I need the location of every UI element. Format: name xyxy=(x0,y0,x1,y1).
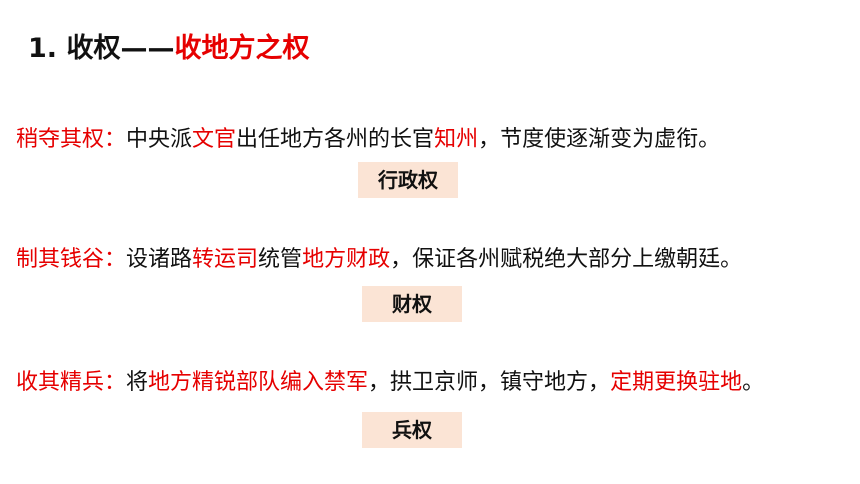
row-lead: 制其钱谷： xyxy=(16,247,127,272)
row-administrative: 稍夺其权：中央派文官出任地方各州的长官知州，节度使逐渐变为虚衔。 xyxy=(16,121,720,153)
row-highlight: 地方精锐部队编入禁军 xyxy=(148,370,369,395)
row-highlight: 地方财政 xyxy=(302,247,391,272)
row-text: 出任地方各州的长官 xyxy=(236,127,435,152)
row-text: 。 xyxy=(742,370,765,395)
tag-military-power: 兵权 xyxy=(362,412,462,448)
row-text: ，节度使逐渐变为虚衔。 xyxy=(478,127,721,152)
row-lead: 收其精兵： xyxy=(16,370,127,395)
row-highlight: 转运司 xyxy=(192,247,259,272)
tag-administrative-power: 行政权 xyxy=(358,162,458,198)
row-text: 设诸路 xyxy=(126,247,193,272)
row-highlight: 文官 xyxy=(192,127,237,152)
row-finance: 制其钱谷：设诸路转运司统管地方财政，保证各州赋税绝大部分上缴朝廷。 xyxy=(16,241,742,273)
row-text: 将 xyxy=(126,370,149,395)
row-lead: 稍夺其权： xyxy=(16,127,127,152)
row-text: ，保证各州赋税绝大部分上缴朝廷。 xyxy=(390,247,743,272)
title-number: 1. 收权—— xyxy=(28,33,175,64)
row-text: ，拱卫京师，镇守地方， xyxy=(368,370,611,395)
slide-title: 1. 收权——收地方之权 xyxy=(28,26,309,65)
row-text: 中央派 xyxy=(126,127,193,152)
row-highlight: 知州 xyxy=(434,127,479,152)
tag-financial-power: 财权 xyxy=(362,286,462,322)
row-highlight: 定期更换驻地 xyxy=(610,370,743,395)
row-text: 统管 xyxy=(258,247,303,272)
title-highlight: 收地方之权 xyxy=(174,33,310,64)
row-military: 收其精兵：将地方精锐部队编入禁军，拱卫京师，镇守地方，定期更换驻地。 xyxy=(16,364,764,396)
